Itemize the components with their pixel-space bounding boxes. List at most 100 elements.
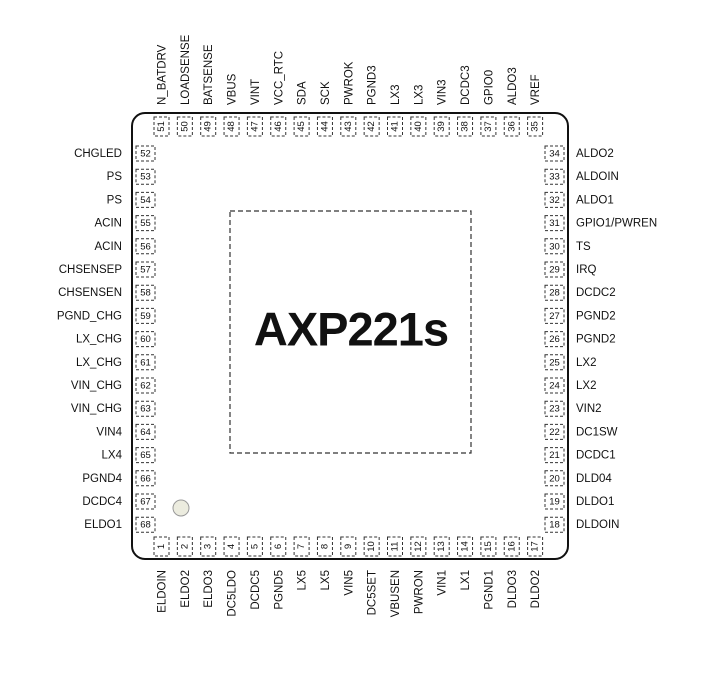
pin-number-left: 66 [140, 473, 151, 484]
pin-pad-right [544, 447, 565, 464]
pin-pad-bottom [363, 536, 380, 557]
pin-pad-top [200, 116, 217, 137]
pin-pad-left [135, 284, 156, 301]
pin-name-left: CHSENSEN [58, 287, 122, 299]
pin-pad-left [135, 377, 156, 394]
pin-number-right: 26 [549, 334, 560, 345]
pin-number-left: 67 [140, 497, 151, 508]
pin-number-right: 31 [549, 218, 560, 229]
pin-number-left: 65 [140, 450, 151, 461]
pin-pad-top [223, 116, 240, 137]
pin-number-top: 43 [343, 121, 354, 132]
pin-pad-right [544, 307, 565, 324]
pin-number-bottom: 15 [483, 541, 494, 552]
pin-name-left: LX_CHG [76, 357, 122, 369]
pin-name-right: PGND2 [576, 310, 616, 322]
pin-number-right: 20 [549, 473, 560, 484]
pin-pad-bottom [293, 536, 310, 557]
pin-name-top: LX3 [390, 85, 402, 105]
pin-number-bottom: 17 [530, 541, 541, 552]
pin-number-right: 28 [549, 288, 560, 299]
pin-name-bottom: ELDO2 [180, 570, 192, 608]
pin-pad-bottom [433, 536, 450, 557]
pin-pad-top [153, 116, 170, 137]
pin-pad-right [544, 470, 565, 487]
pin-pad-right [544, 354, 565, 371]
pin-number-right: 34 [549, 149, 560, 160]
pin-pad-bottom [387, 536, 403, 557]
pin-name-bottom: VIN5 [343, 570, 355, 596]
pin-name-bottom: DC5SET [367, 570, 379, 615]
pin-pad-right [544, 215, 565, 232]
pins-bottom-group: 1ELDOIN2ELDO23ELDO34DC5LDO5DCDC56PGND57L… [153, 536, 544, 617]
pin-pad-right [544, 331, 565, 348]
pin-number-left: 62 [140, 381, 151, 392]
pin-name-right: DLDOIN [576, 519, 619, 531]
pin-name-right: ALDO1 [576, 194, 614, 206]
pin-number-right: 25 [549, 357, 560, 368]
pin-name-top: SDA [297, 81, 309, 105]
pin-pad-top [480, 116, 497, 137]
pin-pad-left [135, 307, 156, 324]
pin-name-right: TS [576, 241, 591, 253]
pin-pad-bottom [480, 536, 497, 557]
pin-pad-bottom [316, 536, 333, 557]
pin-name-top: PWROK [343, 61, 355, 105]
pin-number-left: 63 [140, 404, 151, 415]
pin-name-left: VIN_CHG [71, 403, 122, 415]
pin-number-right: 21 [549, 450, 560, 461]
pin-name-right: DCDC1 [576, 450, 616, 462]
pin-number-bottom: 13 [436, 541, 447, 552]
pin-name-left: LX4 [102, 450, 123, 462]
exposed-pad [229, 210, 472, 454]
pin-name-right: LX2 [576, 357, 596, 369]
pin-name-right: DC1SW [576, 426, 618, 438]
pin-number-bottom: 7 [296, 544, 307, 549]
pin-number-right: 32 [549, 195, 560, 206]
pin-number-right: 19 [549, 497, 560, 508]
pin-pad-right [544, 493, 565, 510]
pin-pad-left [135, 331, 156, 348]
pin-name-top: DCDC3 [460, 65, 472, 105]
pin-number-left: 59 [140, 311, 151, 322]
pin-number-left: 61 [140, 357, 151, 368]
package-outline-layer: AXP221s [131, 112, 569, 560]
pin-name-bottom: LX5 [320, 570, 332, 590]
pin-number-bottom: 16 [506, 541, 517, 552]
pin-name-top: VBUS [227, 73, 239, 105]
pin-number-top: 45 [296, 121, 307, 132]
pin-name-left: VIN_CHG [71, 380, 122, 392]
pin-pad-top [527, 116, 544, 137]
pin-pad-left [135, 423, 156, 440]
pin-pad-left [135, 516, 156, 533]
pin-number-top: 38 [460, 121, 471, 132]
pin-number-top: 47 [249, 121, 260, 132]
pin-pad-bottom [223, 536, 240, 557]
pin-number-right: 29 [549, 265, 560, 276]
pin-number-right: 27 [549, 311, 560, 322]
pin-number-top: 44 [319, 121, 330, 132]
pin-pad-right [544, 261, 565, 278]
pin-name-bottom: DCDC5 [250, 570, 262, 610]
pin-pad-right [544, 191, 565, 208]
pin-pad-right [544, 423, 565, 440]
pin-name-bottom: VBUSEN [390, 570, 402, 617]
pin-number-top: 48 [226, 121, 237, 132]
pin-number-top: 42 [366, 121, 377, 132]
pin-name-top: PGND3 [367, 65, 379, 105]
pin-number-top: 50 [179, 121, 190, 132]
pin-name-right: VIN2 [576, 403, 602, 415]
pin-name-left: CHSENSEP [59, 264, 123, 276]
pin-pad-bottom [176, 536, 193, 557]
pin-name-bottom: PGND1 [483, 570, 495, 610]
pin-pad-top [293, 116, 310, 137]
pin-name-top: ALDO3 [507, 67, 519, 105]
pin-name-left: LX_CHG [76, 334, 122, 346]
pin-number-left: 64 [140, 427, 151, 438]
pin-pad-right [544, 377, 565, 394]
pin-number-right: 30 [549, 241, 560, 252]
pin-number-top: 41 [390, 121, 401, 132]
pin-number-left: 68 [140, 520, 151, 531]
